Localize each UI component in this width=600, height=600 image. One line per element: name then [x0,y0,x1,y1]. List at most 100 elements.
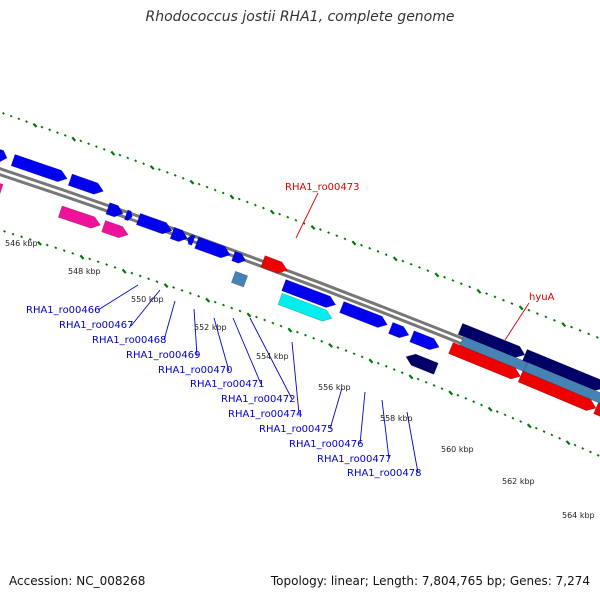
inner-tick [121,268,127,274]
outer-tick [392,256,398,262]
outer-tick [25,120,28,123]
outer-tick [426,269,430,273]
steel-feature[interactable] [230,270,249,288]
cds-feature[interactable] [67,173,104,195]
pink-feature[interactable] [0,182,4,195]
rrna-feature[interactable] [260,255,288,274]
inner-tick [295,330,299,334]
outer-tick [157,168,161,171]
gene-label[interactable]: RHA1_ro00478 [347,468,422,479]
outer-tick [310,224,316,230]
gene-label-red[interactable]: RHA1_ro00473 [285,182,360,193]
cds-feature[interactable] [231,250,246,264]
gene-label[interactable]: RHA1_ro00467 [59,320,134,331]
accession-text: Accession: NC_008268 [9,574,146,588]
gene-label-red[interactable]: hyuA [529,292,555,303]
outer-tick [213,188,217,192]
rrna-feature[interactable] [448,342,521,380]
outer-tick [63,133,67,137]
cyan-feature[interactable] [277,292,333,322]
gene-label[interactable]: RHA1_ro00469 [126,350,201,361]
cds-feature[interactable] [187,234,196,246]
inner-tick [519,420,523,423]
outer-tick [205,185,209,189]
feature-track [0,148,600,418]
cds-feature[interactable] [409,330,440,351]
cds-feature[interactable] [388,321,410,339]
cds-feature[interactable] [339,301,388,328]
kbp-label: 546 kbp [5,239,38,248]
outer-tick [102,147,106,151]
inner-tick [416,377,420,381]
cds-feature[interactable] [169,226,188,242]
outer-tick-track [2,112,599,339]
gene-label[interactable]: RHA1_ro00477 [317,454,392,465]
inner-tick [565,440,571,446]
inner-tick [472,400,476,404]
navy-feature[interactable] [405,353,439,375]
inner-tick [62,249,66,252]
inner-tick [336,346,340,349]
outer-tick [468,285,472,289]
cds-feature[interactable] [124,209,133,221]
inner-tick [287,327,293,333]
outer-tick [87,142,91,146]
outer-tick [493,295,497,299]
inner-tick [79,254,85,260]
inner-tick [352,352,356,356]
leader-line [249,317,293,400]
inner-tick [188,291,192,295]
inner-tick [550,433,554,437]
outer-tick [335,234,339,238]
outer-tick [181,176,185,180]
gene-label[interactable]: RHA1_ro00466 [26,305,101,316]
leader-line [406,411,419,474]
cds-feature[interactable] [135,212,173,235]
leader-line [97,284,139,311]
rrna-feature[interactable] [517,370,597,411]
outer-tick [535,312,539,315]
inner-tick [180,288,184,292]
outer-tick [229,194,235,200]
outer-tick [318,228,322,231]
cds-feature[interactable] [105,202,124,218]
gene-label[interactable]: RHA1_ro00475 [259,424,334,435]
cds-feature[interactable] [0,148,8,163]
inner-tick [456,393,460,397]
rrna-feature[interactable] [593,402,600,418]
gene-label[interactable]: RHA1_ro00474 [228,409,303,420]
inner-tick [20,235,24,239]
outer-tick [527,308,531,312]
inner-tick [432,384,436,387]
inner-tick [320,339,324,343]
gene-label[interactable]: RHA1_ro00470 [158,365,233,376]
cds-feature[interactable] [281,279,337,308]
leader-lines [97,192,530,474]
outer-tick [110,150,116,156]
gene-label[interactable]: RHA1_ro00472 [221,394,296,405]
inner-tick [254,315,258,319]
pink-feature[interactable] [57,205,101,229]
inner-tick [304,333,307,337]
inner-tick [448,390,454,396]
kbp-label: 560 kbp [441,445,474,454]
inner-tick [138,274,142,278]
cds-feature[interactable] [194,236,231,259]
outer-tick [278,212,282,216]
gene-label[interactable]: RHA1_ro00468 [92,335,167,346]
pink-feature[interactable] [101,220,129,239]
outer-tick [165,170,169,174]
inner-tick-track [3,229,600,457]
outer-tick [189,179,195,185]
inner-tick [155,280,159,284]
leader-line-red [504,302,530,341]
gene-label[interactable]: RHA1_ro00471 [190,379,265,390]
cds-feature[interactable] [10,154,68,183]
kbp-label: 550 kbp [131,295,164,304]
gene-label[interactable]: RHA1_ro00476 [289,439,364,450]
inner-tick [440,387,444,391]
inner-tick [368,358,374,364]
outer-tick [485,292,489,295]
leader-line [359,391,366,445]
